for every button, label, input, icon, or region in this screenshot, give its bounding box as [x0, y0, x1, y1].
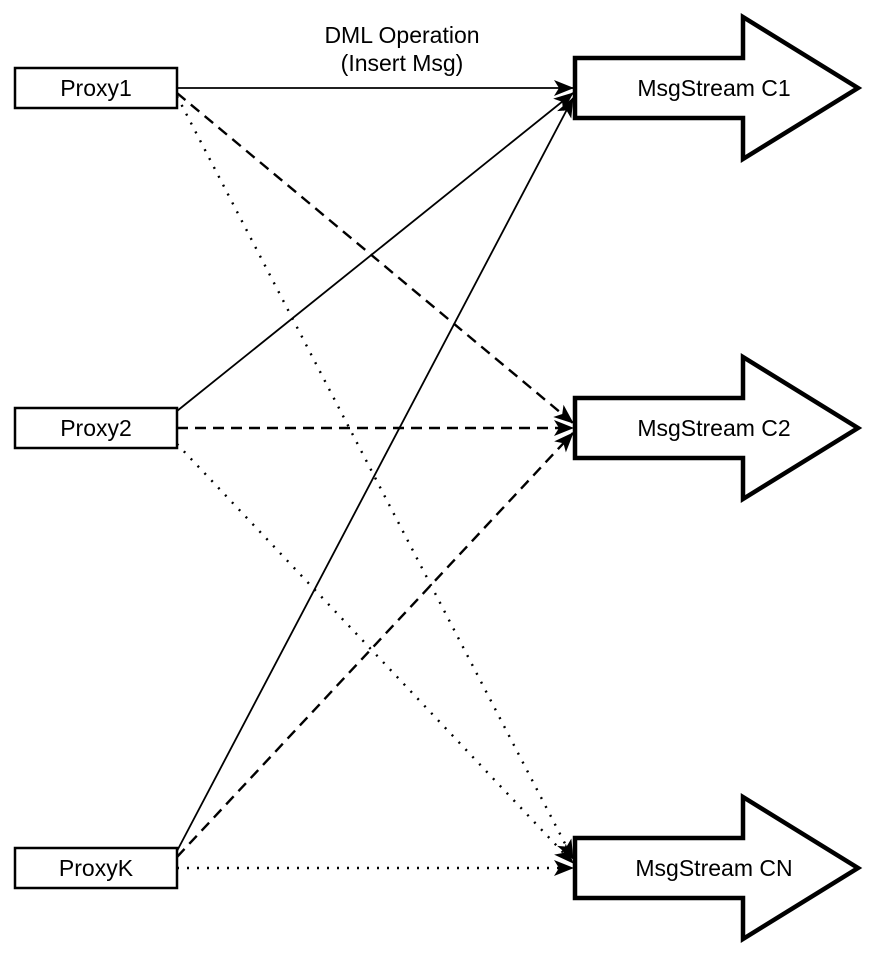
msgstream-c1-node: MsgStream C1: [572, 12, 863, 164]
msgstream-c2-node: MsgStream C2: [572, 352, 863, 504]
msgstream-cn-label: MsgStream CN: [635, 855, 792, 881]
msgstream-c2-label: MsgStream C2: [637, 415, 790, 441]
proxy1-label: Proxy1: [60, 75, 132, 101]
edge-proxy2-msgstream-c1: [176, 92, 574, 412]
msgstream-cn-node: MsgStream CN: [572, 792, 863, 944]
proxyk-label: ProxyK: [59, 855, 134, 881]
dml-operation-label-line1: DML Operation: [324, 22, 479, 48]
msgstream-cn-arrow-shape: [572, 792, 863, 944]
proxyk-node: ProxyK: [13, 846, 179, 890]
proxy2-label: Proxy2: [60, 415, 132, 441]
edge-proxyk-msgstream-c2: [176, 432, 574, 858]
edge-proxy1-msgstream-c2: [176, 92, 574, 424]
edge-proxy2-msgstream-cn: [176, 443, 574, 864]
edge-proxyk-msgstream-c1: [176, 97, 574, 852]
msgstream-c1-arrow-shape: [572, 12, 863, 164]
proxy1-box: [13, 66, 179, 110]
dml-operation-label: DML Operation (Insert Msg): [324, 22, 479, 76]
proxy2-node: Proxy2: [13, 406, 179, 450]
msgstream-c2-arrow-shape: [572, 352, 863, 504]
msgstream-c1-label: MsgStream C1: [637, 75, 790, 101]
proxy2-box: [13, 406, 179, 450]
dml-operation-label-line2: (Insert Msg): [341, 50, 464, 76]
proxyk-box: [13, 846, 179, 890]
proxy1-node: Proxy1: [13, 66, 179, 110]
